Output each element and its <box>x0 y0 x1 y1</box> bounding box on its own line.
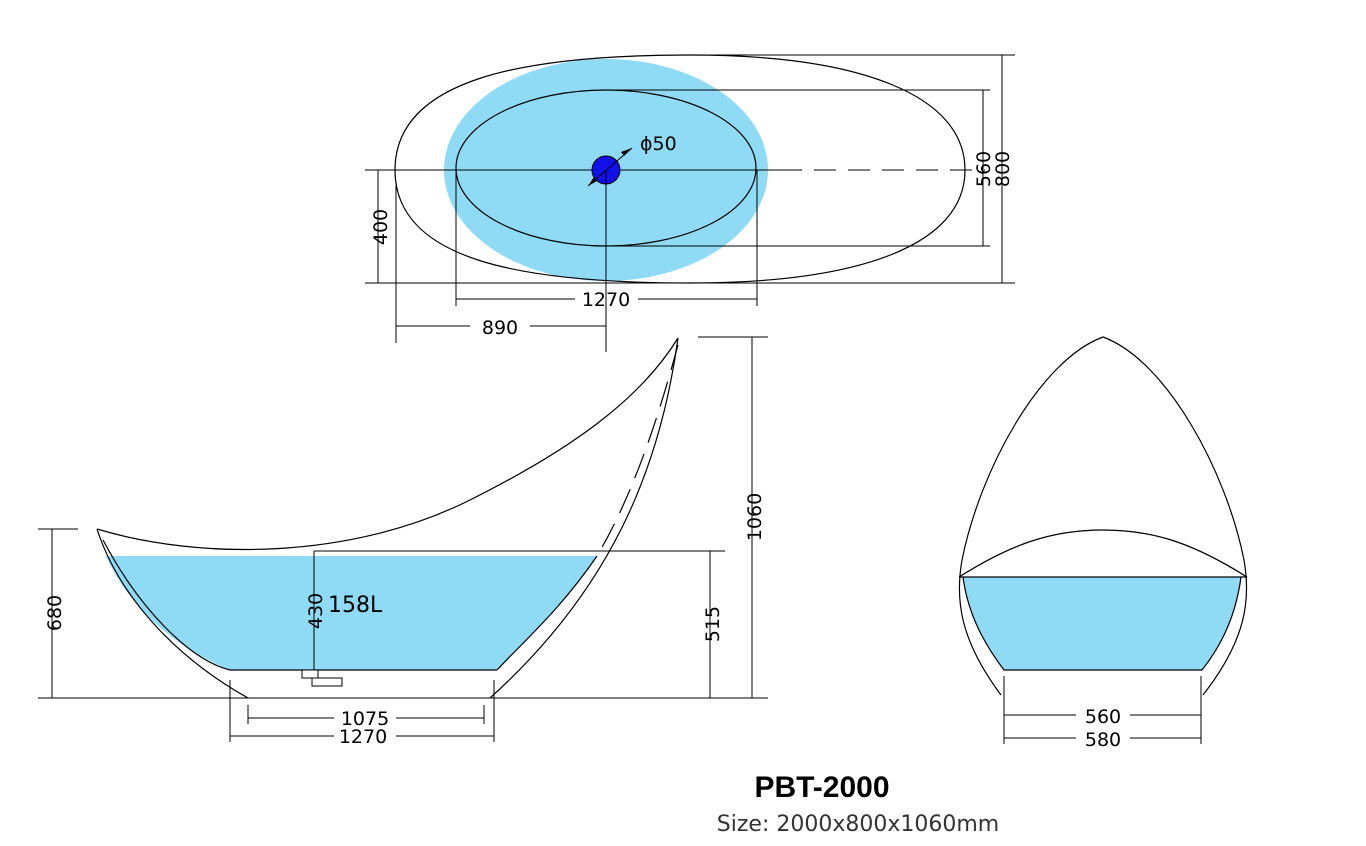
end-view-basin <box>962 576 1242 671</box>
end-view-outer-shell <box>958 336 1248 696</box>
top-view: ϕ50 560 800 400 1270 890 <box>365 54 1015 352</box>
drain-leader-arrow <box>588 177 597 186</box>
dim-label-1270-bottom: 1270 <box>339 726 387 748</box>
side-view-water-fill <box>106 556 597 670</box>
side-view-inner-left <box>102 539 231 671</box>
dim-label-430: 430 <box>305 593 327 629</box>
side-view-back-hidden <box>596 344 679 557</box>
drain-leader-arrow-top <box>621 148 632 156</box>
drain-fitting <box>301 669 319 679</box>
dim-label-560-end: 560 <box>1085 706 1121 728</box>
side-view-rim-curve <box>96 337 679 551</box>
capacity-label: 158L <box>328 593 383 618</box>
side-view: 430 158L 680 515 1060 1075 1270 <box>38 336 768 748</box>
dim-label-515: 515 <box>702 606 724 642</box>
dim-label-560: 560 <box>973 151 995 187</box>
drain-pipe <box>311 677 343 687</box>
dim-label-400: 400 <box>370 209 392 245</box>
dim-label-580: 580 <box>1085 729 1121 751</box>
dim-label-680: 680 <box>44 595 66 631</box>
dim-label-1270-top: 1270 <box>582 289 630 311</box>
model-title: PBT-2000 <box>754 771 889 804</box>
drain-diameter-label: ϕ50 <box>640 133 677 155</box>
end-view: 560 580 <box>958 336 1248 751</box>
end-view-water-fill <box>963 577 1241 670</box>
side-view-back-line <box>489 337 679 699</box>
side-view-inner-edge <box>96 528 249 699</box>
dim-label-890: 890 <box>482 317 518 339</box>
dim-label-1075: 1075 <box>341 708 389 730</box>
side-view-basin-right <box>496 555 598 671</box>
dim-label-800: 800 <box>992 151 1014 187</box>
dim-label-1060: 1060 <box>744 493 766 541</box>
end-view-rim-arc <box>958 529 1248 578</box>
size-subtitle: Size: 2000x800x1060mm <box>717 812 999 837</box>
